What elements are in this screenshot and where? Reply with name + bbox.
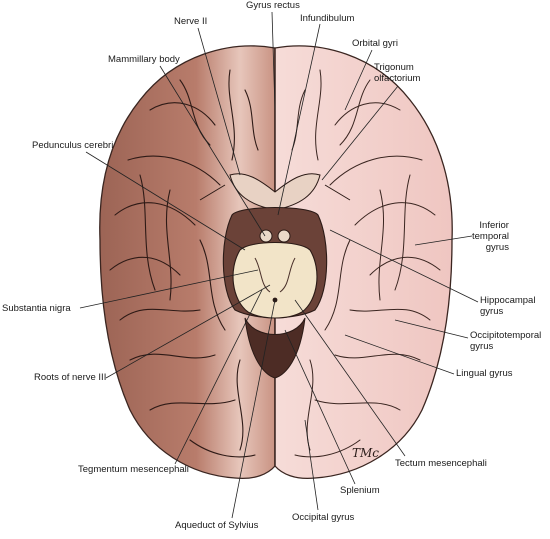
leader-tegmentum [174,289,263,465]
label-aqueduct: Aqueduct of Sylvius [175,520,259,531]
right-sulci [291,69,441,458]
label-hippocampal: Hippocampal gyrus [480,295,535,317]
leader-trigonum [321,85,399,181]
label-trigonum: Trigonum olfactorium [374,62,420,84]
label-orbital-gyri: Orbital gyri [352,38,398,49]
leader-hippocampal [329,229,479,303]
mammillary-body-right [277,229,291,243]
optic-region [199,173,351,211]
leader-mammillary-body [159,65,266,237]
label-tectum: Tectum mesencephali [395,458,487,469]
leader-roots-nerve-iii [105,284,271,379]
leader-substantia-nigra [79,269,259,309]
label-occipitotemporal-line1: Occipitotemporal [470,330,542,341]
right-hemisphere [274,45,453,480]
splenium-region [244,317,306,379]
leader-lingual-gyrus [344,334,455,375]
artist-signature: TMc [352,446,380,460]
label-roots-nerve-iii: Roots of nerve III [34,372,107,383]
label-trigonum-line1: Trigonum [374,62,414,73]
label-trigonum-line2: olfactorium [374,73,421,84]
label-occipital-gyrus: Occipital gyrus [292,512,355,523]
leader-occipital-gyrus [304,419,319,511]
leader-lines [79,11,479,519]
label-inferior-temporal-line2: temporal [472,231,509,242]
label-mammillary-body: Mammillary body [108,54,180,65]
leader-tectum [294,299,406,457]
label-lingual-gyrus: Lingual gyrus [456,368,513,379]
label-hippocampal-line2: gyrus [480,306,504,317]
leader-aqueduct [231,299,276,519]
mammillary-body-left [259,229,273,243]
label-inferior-temporal-line3: gyrus [485,242,509,253]
leader-infundibulum [277,23,321,216]
leader-pedunculus-cerebri [85,151,246,251]
label-nerve-ii: Nerve II [174,16,208,27]
label-gyrus-rectus: Gyrus rectus [246,0,300,11]
label-inferior-temporal-line1: Inferior [479,220,509,231]
leader-nerve-ii [197,27,241,176]
label-occipitotemporal: Occipitotemporal gyrus [470,330,541,352]
leader-gyrus-rectus [271,11,276,111]
leader-orbital-gyri [344,49,373,111]
label-pedunculus-cerebri: Pedunculus cerebri [32,140,114,151]
leader-inferior-temporal [414,235,473,246]
label-substantia-nigra: Substantia nigra [2,303,71,314]
leader-occipitotemporal [394,319,469,339]
leader-splenium [284,329,356,485]
label-occipitotemporal-line2: gyrus [470,341,494,352]
label-hippocampal-line1: Hippocampal [480,295,536,306]
label-splenium: Splenium [340,485,380,496]
midbrain-section [232,242,318,319]
label-inferior-temporal: Inferior temporal gyrus [472,220,509,253]
left-hemisphere [99,45,276,480]
label-tegmentum: Tegmentum mesencephali [78,464,189,475]
label-infundibulum: Infundibulum [300,13,355,24]
